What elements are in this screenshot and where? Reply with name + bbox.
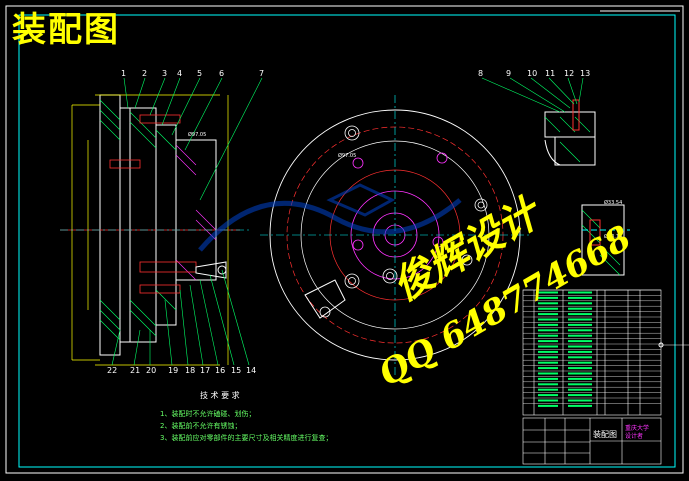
- table-cell-mark: [538, 399, 558, 402]
- tech-req-item-2: 2、装配前不允许有锈蚀；: [160, 422, 242, 430]
- table-cell-mark: [568, 377, 592, 380]
- callout-20: 20: [146, 366, 156, 375]
- callout-17: 17: [200, 366, 210, 375]
- table-cell-mark: [568, 394, 592, 397]
- table-cell-mark: [568, 334, 592, 337]
- callout-15: 15: [231, 366, 241, 375]
- callout-4: 4: [177, 69, 182, 78]
- callout-10: 10: [527, 69, 537, 78]
- table-cell-mark: [568, 404, 592, 407]
- table-cell-mark: [568, 313, 592, 316]
- table-cell-mark: [568, 383, 592, 386]
- title-block-name: 装配图: [593, 429, 617, 439]
- table-cell-mark: [538, 361, 558, 364]
- table-cell-mark: [568, 361, 592, 364]
- table-cell-mark: [538, 296, 558, 299]
- table-cell-mark: [538, 367, 558, 370]
- drawing-title: 装配图: [12, 10, 120, 50]
- dimension-label: Ø33.54: [604, 199, 622, 206]
- tech-req-heading: 技 术 要 求: [200, 391, 240, 400]
- technical-requirements: 技 术 要 求 1、装配时不允许磕碰、划伤； 2、装配前不允许有锈蚀； 3、装配…: [160, 390, 332, 444]
- table-cell-mark: [538, 350, 558, 353]
- table-cell-mark: [568, 291, 592, 294]
- callout-5: 5: [197, 69, 202, 78]
- table-cell-mark: [538, 307, 558, 310]
- callout-1: 1: [121, 69, 126, 78]
- title-block-school: 重庆大学: [625, 424, 649, 432]
- dimension-label: Ø33.14: [604, 233, 622, 240]
- tech-req-item-3: 3、装配前应对零部件的主要尺寸及相关精度进行复查；: [160, 434, 333, 442]
- table-cell-mark: [568, 302, 592, 305]
- callout-12: 12: [564, 69, 574, 78]
- callout-7: 7: [259, 69, 264, 78]
- plan-view: [260, 95, 530, 375]
- callout-2: 2: [142, 69, 147, 78]
- section-view: [60, 77, 263, 366]
- table-cell-mark: [538, 383, 558, 386]
- table-cell-mark: [538, 345, 558, 348]
- callout-18: 18: [185, 366, 195, 375]
- detail-view-a: [481, 77, 596, 166]
- table-cell-mark: [538, 334, 558, 337]
- dimension-label: Ø97.05: [338, 152, 356, 159]
- table-cell-mark: [538, 377, 558, 380]
- dimension-label: Ø97.05: [188, 131, 206, 138]
- table-cell-mark: [538, 394, 558, 397]
- table-cell-mark: [568, 399, 592, 402]
- callout-11: 11: [545, 69, 555, 78]
- callout-14: 14: [246, 366, 256, 375]
- table-cell-mark: [568, 345, 592, 348]
- table-cell-mark: [568, 372, 592, 375]
- title-block: [522, 417, 662, 465]
- table-cell-mark: [538, 323, 558, 326]
- table-cell-mark: [538, 356, 558, 359]
- table-cell-mark: [568, 350, 592, 353]
- table-cell-mark: [568, 367, 592, 370]
- table-cell-mark: [568, 388, 592, 391]
- table-cell-mark: [568, 329, 592, 332]
- table-cell-mark: [538, 372, 558, 375]
- callout-3: 3: [162, 69, 167, 78]
- detail-view-b: [581, 204, 630, 276]
- table-cell-mark: [568, 307, 592, 310]
- table-cell-mark: [568, 340, 592, 343]
- table-cell-mark: [568, 296, 592, 299]
- parts-list-rows: [523, 289, 661, 407]
- callout-16: 16: [215, 366, 225, 375]
- table-cell-mark: [538, 340, 558, 343]
- table-cell-mark: [538, 291, 558, 294]
- callout-8: 8: [478, 69, 483, 78]
- callout-22: 22: [107, 366, 117, 375]
- tech-req-item-1: 1、装配时不允许磕碰、划伤；: [160, 410, 256, 418]
- table-cell-mark: [538, 404, 558, 407]
- callout-21: 21: [130, 366, 140, 375]
- callout-6: 6: [219, 69, 224, 78]
- table-cell-mark: [568, 318, 592, 321]
- table-cell-mark: [568, 356, 592, 359]
- callout-13: 13: [580, 69, 590, 78]
- table-cell-mark: [538, 302, 558, 305]
- title-block-note: 设计者: [625, 432, 643, 440]
- callout-19: 19: [168, 366, 178, 375]
- callout-9: 9: [506, 69, 511, 78]
- table-cell-mark: [568, 323, 592, 326]
- table-cell-mark: [538, 318, 558, 321]
- table-cell-mark: [538, 388, 558, 391]
- table-cell-mark: [538, 313, 558, 316]
- table-cell-mark: [538, 329, 558, 332]
